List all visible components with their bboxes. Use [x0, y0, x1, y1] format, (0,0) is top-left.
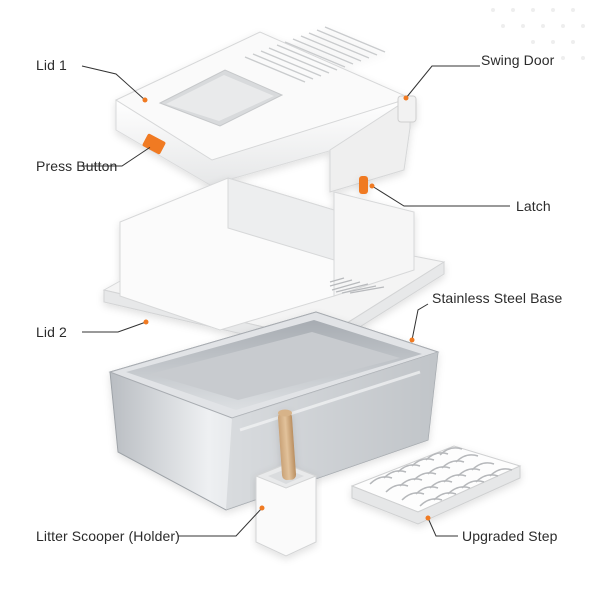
label-upgraded-step: Upgraded Step [462, 528, 558, 544]
leader-lid2 [82, 321, 147, 333]
label-litter-scooper-holder: Litter Scooper (Holder) [36, 528, 180, 544]
label-swing-door: Swing Door [481, 52, 555, 68]
lid-2-part [102, 176, 446, 353]
label-press-button: Press Button [36, 158, 118, 174]
leader-swing-door [405, 65, 480, 99]
label-lid-1: Lid 1 [36, 57, 67, 73]
leader-lines [81, 65, 510, 537]
leader-lid1 [81, 65, 146, 101]
decorative-dot-pattern [491, 8, 585, 60]
label-stainless-steel-base: Stainless Steel Base [432, 290, 563, 306]
press-button-part [142, 133, 166, 155]
step-arc-pattern [369, 447, 513, 507]
upgraded-step-part [350, 445, 522, 525]
leader-press-button [82, 145, 153, 167]
latch-part [359, 176, 368, 194]
lid-vent-grate [244, 26, 386, 83]
stainless-steel-base-part [108, 311, 440, 511]
leader-scooper [178, 507, 263, 537]
lid-1-part [114, 26, 417, 193]
leader-latch [371, 185, 510, 207]
scooper-handle [277, 411, 297, 481]
lid-2-grate [329, 277, 385, 294]
leader-dots [142, 95, 431, 521]
label-lid-2: Lid 2 [36, 324, 67, 340]
leader-step [427, 517, 458, 537]
litter-scooper-holder-part [254, 409, 318, 557]
label-latch: Latch [516, 198, 551, 214]
leader-base [411, 303, 429, 341]
